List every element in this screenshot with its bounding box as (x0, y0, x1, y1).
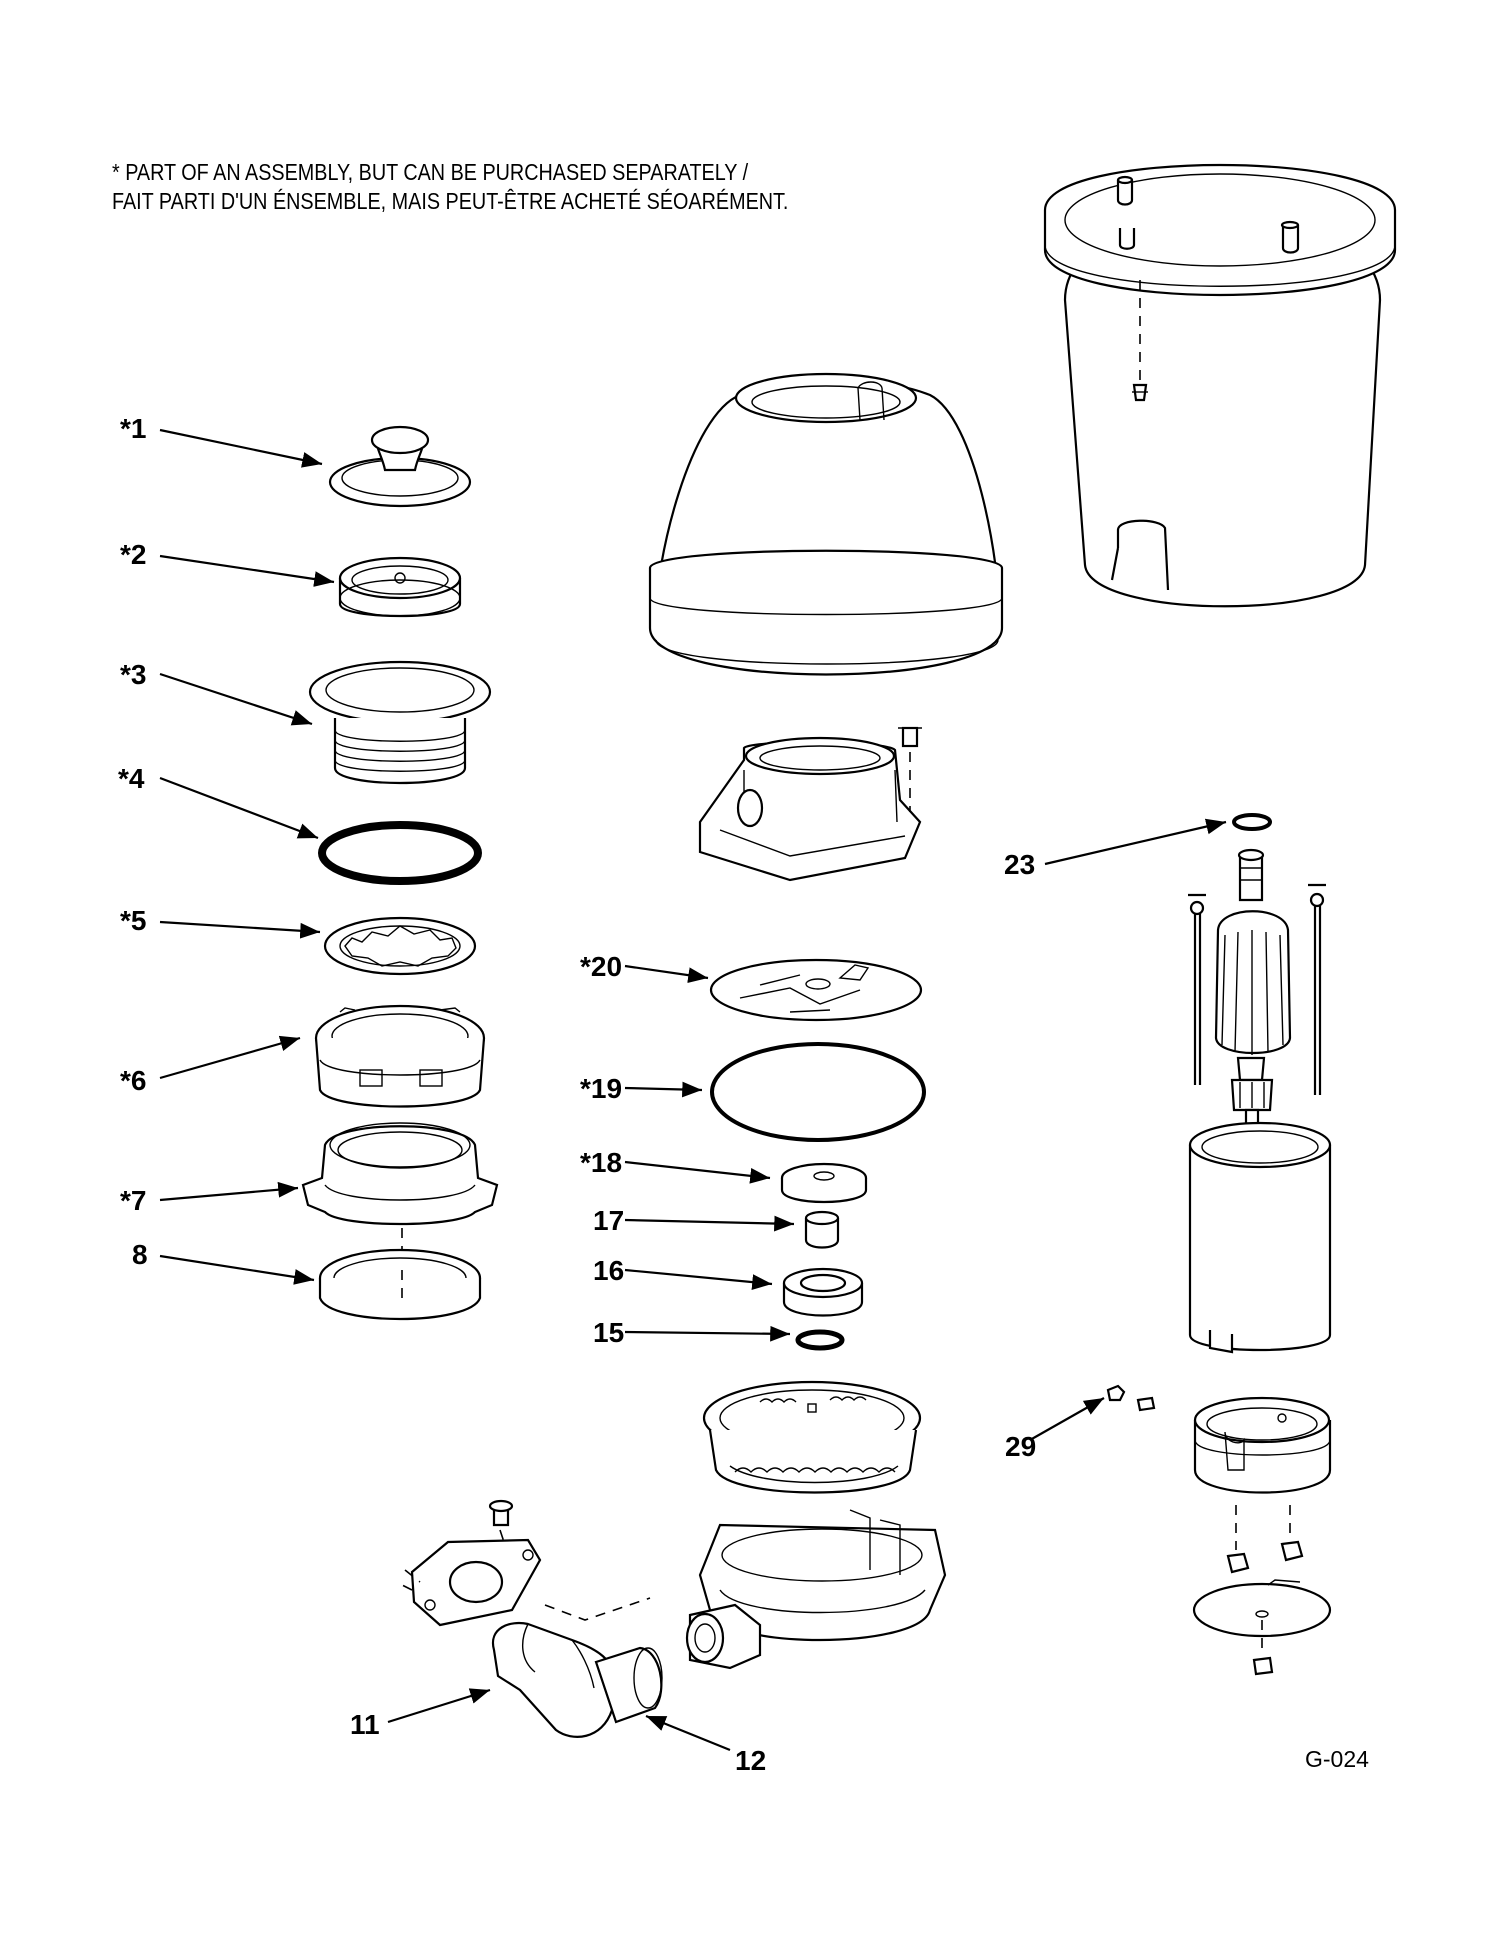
label-part-15: 15 (593, 1317, 624, 1348)
label-part-18: *18 (580, 1147, 622, 1178)
part-18-washer (780, 1162, 868, 1204)
part-5-backup-ring (323, 916, 477, 976)
label-part-7: *7 (120, 1185, 146, 1216)
label-part-17: 17 (593, 1205, 624, 1236)
assembly-note: * PART OF AN ASSEMBLY, BUT CAN BE PURCHA… (112, 158, 788, 216)
part-6-mounting-ring (314, 1004, 486, 1108)
part-11-discharge-elbow (491, 1597, 663, 1738)
part-17-bushing (804, 1210, 840, 1249)
label-part-11: 11 (350, 1709, 380, 1740)
part-lower-housing (685, 1509, 947, 1670)
part-discharge-flange (395, 1499, 542, 1627)
label-part-4: *4 (118, 763, 145, 794)
part-motor-shell (1188, 1121, 1332, 1354)
label-part-5: *5 (120, 905, 146, 936)
part-end-bell (1193, 1396, 1332, 1494)
part-armature (1188, 848, 1326, 1132)
label-part-1: *1 (120, 413, 146, 444)
label-part-19: *19 (580, 1073, 622, 1104)
assembly-note-english: * PART OF AN ASSEMBLY, BUT CAN BE PURCHA… (112, 159, 749, 185)
part-20-turntable (709, 958, 923, 1022)
part-bottom-plate (1192, 1579, 1332, 1676)
part-15-seal (795, 1329, 845, 1351)
part-19-o-ring (710, 1042, 926, 1142)
label-part-2: *2 (120, 539, 146, 570)
label-part-12: 12 (735, 1745, 766, 1776)
part-16-bearing (782, 1267, 864, 1317)
label-part-16: 16 (593, 1255, 624, 1286)
label-part-20: *20 (580, 951, 622, 982)
part-23-washer (1232, 813, 1272, 831)
part-2-strainer (338, 556, 462, 618)
assembly-note-french: FAIT PARTI D'UN ÉNSEMBLE, MAIS PEUT-ÊTRE… (112, 188, 789, 214)
figure-code: G-024 (1305, 1746, 1369, 1772)
part-shredder-ring (702, 1380, 922, 1494)
label-part-3: *3 (120, 659, 146, 690)
part-7-mounting-ring (301, 1122, 499, 1262)
part-1-stopper (328, 425, 472, 508)
part-outer-shell (1043, 163, 1397, 608)
leader-lines (159, 428, 1227, 1752)
part-29-nuts (1106, 1384, 1156, 1412)
label-part-23: 23 (1004, 849, 1035, 880)
label-part-29: 29 (1005, 1431, 1036, 1462)
part-hopper-cover (648, 372, 1004, 676)
part-4-fiber-gasket (318, 821, 482, 885)
label-part-8: 8 (132, 1239, 148, 1270)
part-8-cushion-mount (318, 1248, 482, 1321)
label-part-6: *6 (120, 1065, 146, 1096)
part-3-sink-flange (308, 660, 492, 785)
part-lower-nuts (1226, 1505, 1304, 1574)
part-upper-housing (698, 726, 922, 882)
